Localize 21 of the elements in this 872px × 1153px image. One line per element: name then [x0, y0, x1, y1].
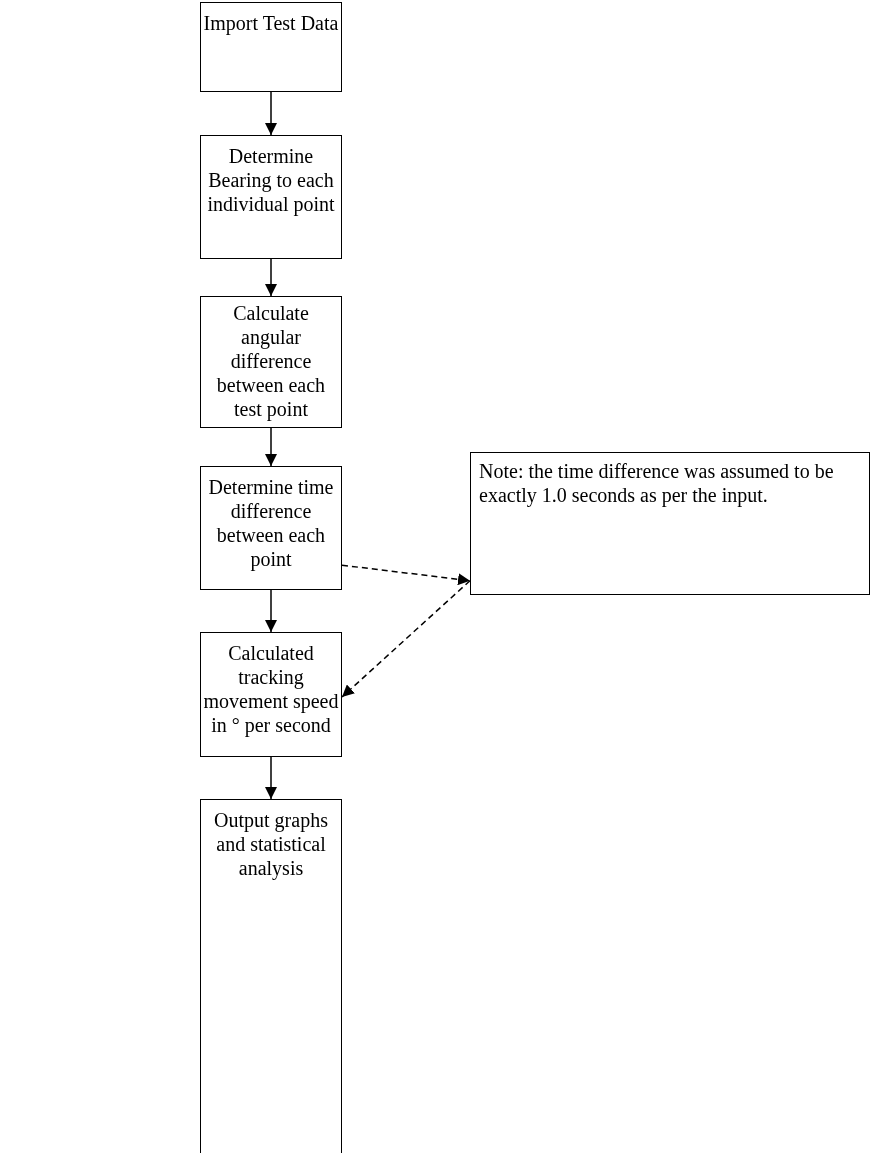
note-box: [470, 452, 870, 595]
arrow: [265, 91, 277, 136]
node-text: Output graphs and statistical analysis: [213, 808, 329, 880]
arrow: [265, 756, 277, 800]
dashed-arrow: [341, 579, 471, 698]
arrow: [265, 427, 277, 467]
process-box: [200, 632, 342, 757]
process-box: [200, 2, 342, 92]
arrow: [265, 258, 277, 297]
process-box: [200, 466, 342, 590]
arrow: [265, 589, 277, 633]
node-text: Determine Bearing to each individual point: [206, 144, 336, 216]
process-box: [200, 135, 342, 259]
node-text: Import Test Data: [203, 11, 339, 35]
node-text: Determine time difference between each point: [207, 475, 335, 571]
node-text: Calculate angular difference between each test point: [215, 301, 327, 421]
node-text: Calculated tracking movement speed in ° per second: [203, 641, 339, 737]
process-box: [200, 296, 342, 428]
dashed-arrow: [341, 564, 471, 586]
process-box: [200, 799, 342, 1153]
node-text: Note: the time difference was assumed to be exactly 1.0 seconds as per the input.: [479, 459, 835, 507]
